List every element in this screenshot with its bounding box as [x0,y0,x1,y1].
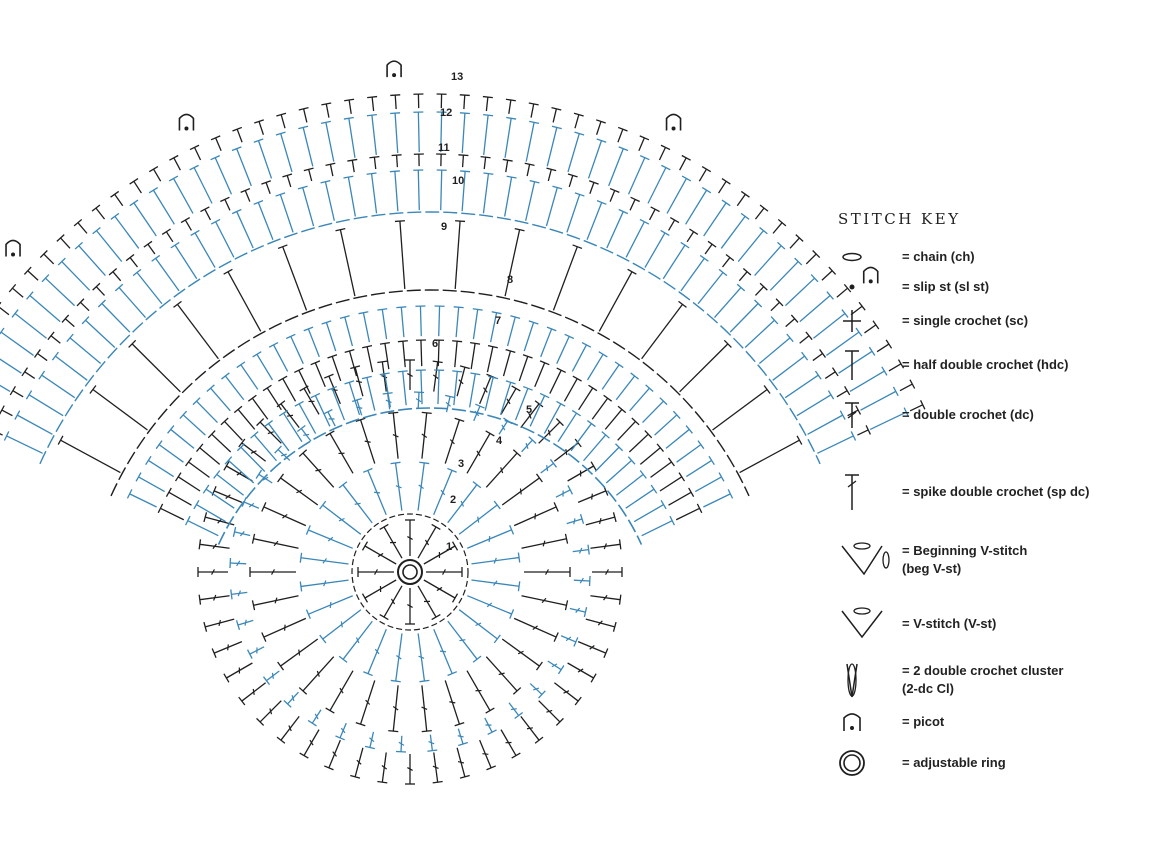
spike-double-crochet-icon [845,474,859,510]
stitch-key-label: = adjustable ring [902,755,1006,770]
stitch-key-label: = Beginning V-stitch (beg V-st) [902,543,1028,576]
chain-icon [842,252,862,262]
row-number-label: 6 [432,338,438,350]
stitch-key-item: = spike double crochet (sp dc) [838,472,1089,512]
stitch-key-item: = double crochet (dc) [838,400,1034,430]
round-5 [197,359,623,785]
picot-icon [5,239,21,257]
row-13 [0,93,926,412]
stitch-key-label: = single crochet (sc) [902,313,1029,328]
row-6 [185,369,675,537]
stitch-key-item: = Beginning V-stitch (beg V-st) [838,540,1027,580]
stitch-key-label: = double crochet (dc) [902,407,1034,422]
beginning-v-stitch-icon [841,542,890,576]
round-3 [249,411,571,733]
picot-icon [178,113,195,131]
row-number-label: 5 [526,404,532,416]
round-1 [357,519,463,625]
stitch-key-item: = slip st (sl st) [838,278,989,296]
slip-stitch-icon [849,284,855,290]
fan-rows [0,60,926,545]
row-9 [57,220,803,474]
stitch-key-label: = picot [902,714,945,729]
dc-cluster-icon [846,663,858,698]
stitch-key: STITCH KEY = chain (ch) = slip st (sl st)… [838,210,1138,776]
stitch-key-label: = 2 double crochet cluster (2-dc Cl) [902,663,1064,696]
row-number-label: 11 [438,142,450,154]
picot-icon [386,60,402,78]
row-10 [3,169,857,454]
adjustable-ring [397,559,423,585]
row-8 [126,305,734,508]
stitch-rounds [197,359,623,785]
stitch-key-label: = V-stitch (V-st) [902,616,997,631]
row-12 [0,111,910,431]
row-number-label: 9 [441,221,447,233]
half-double-crochet-icon [845,350,859,380]
row-number-label: 7 [495,315,501,327]
stitch-key-item: = adjustable ring [838,748,1006,778]
row-number-label: 3 [458,458,464,470]
stitch-key-item: = chain (ch) [838,248,975,266]
row-number-label: 12 [440,107,452,119]
stitch-key-item: = 2 double crochet cluster (2-dc Cl) [838,660,1063,700]
picot-icon [862,266,879,284]
stitch-key-item: = single crochet (sc) [838,308,1028,334]
double-crochet-icon [845,402,859,428]
stitch-key-label: = slip st (sl st) [902,279,990,294]
single-crochet-icon [843,310,861,332]
picot-icon [843,713,861,731]
stitch-key-title: STITCH KEY [838,210,961,228]
stitch-key-label: = spike double crochet (sp dc) [902,484,1090,499]
picot-icon [665,113,682,131]
stitch-key-item: = picot [838,710,944,734]
row-number-label: 13 [451,71,463,83]
round-2 [299,461,521,683]
row-number-label: 10 [452,175,464,187]
row-number-label: 2 [450,494,456,506]
adjustable-ring-icon [839,750,865,776]
v-stitch-icon [841,607,883,639]
row-number-label: 4 [496,435,503,447]
stitch-key-item: = V-stitch (V-st) [838,605,996,643]
row-7 [157,339,703,521]
row-11 [0,153,871,436]
row-number-label: 1 [446,541,452,553]
stitch-key-label: = half double crochet (hdc) [902,357,1069,372]
stitch-key-item: = half double crochet (hdc) [838,348,1069,382]
row-number-label: 8 [507,274,513,286]
stitch-key-label: = chain (ch) [902,249,975,264]
